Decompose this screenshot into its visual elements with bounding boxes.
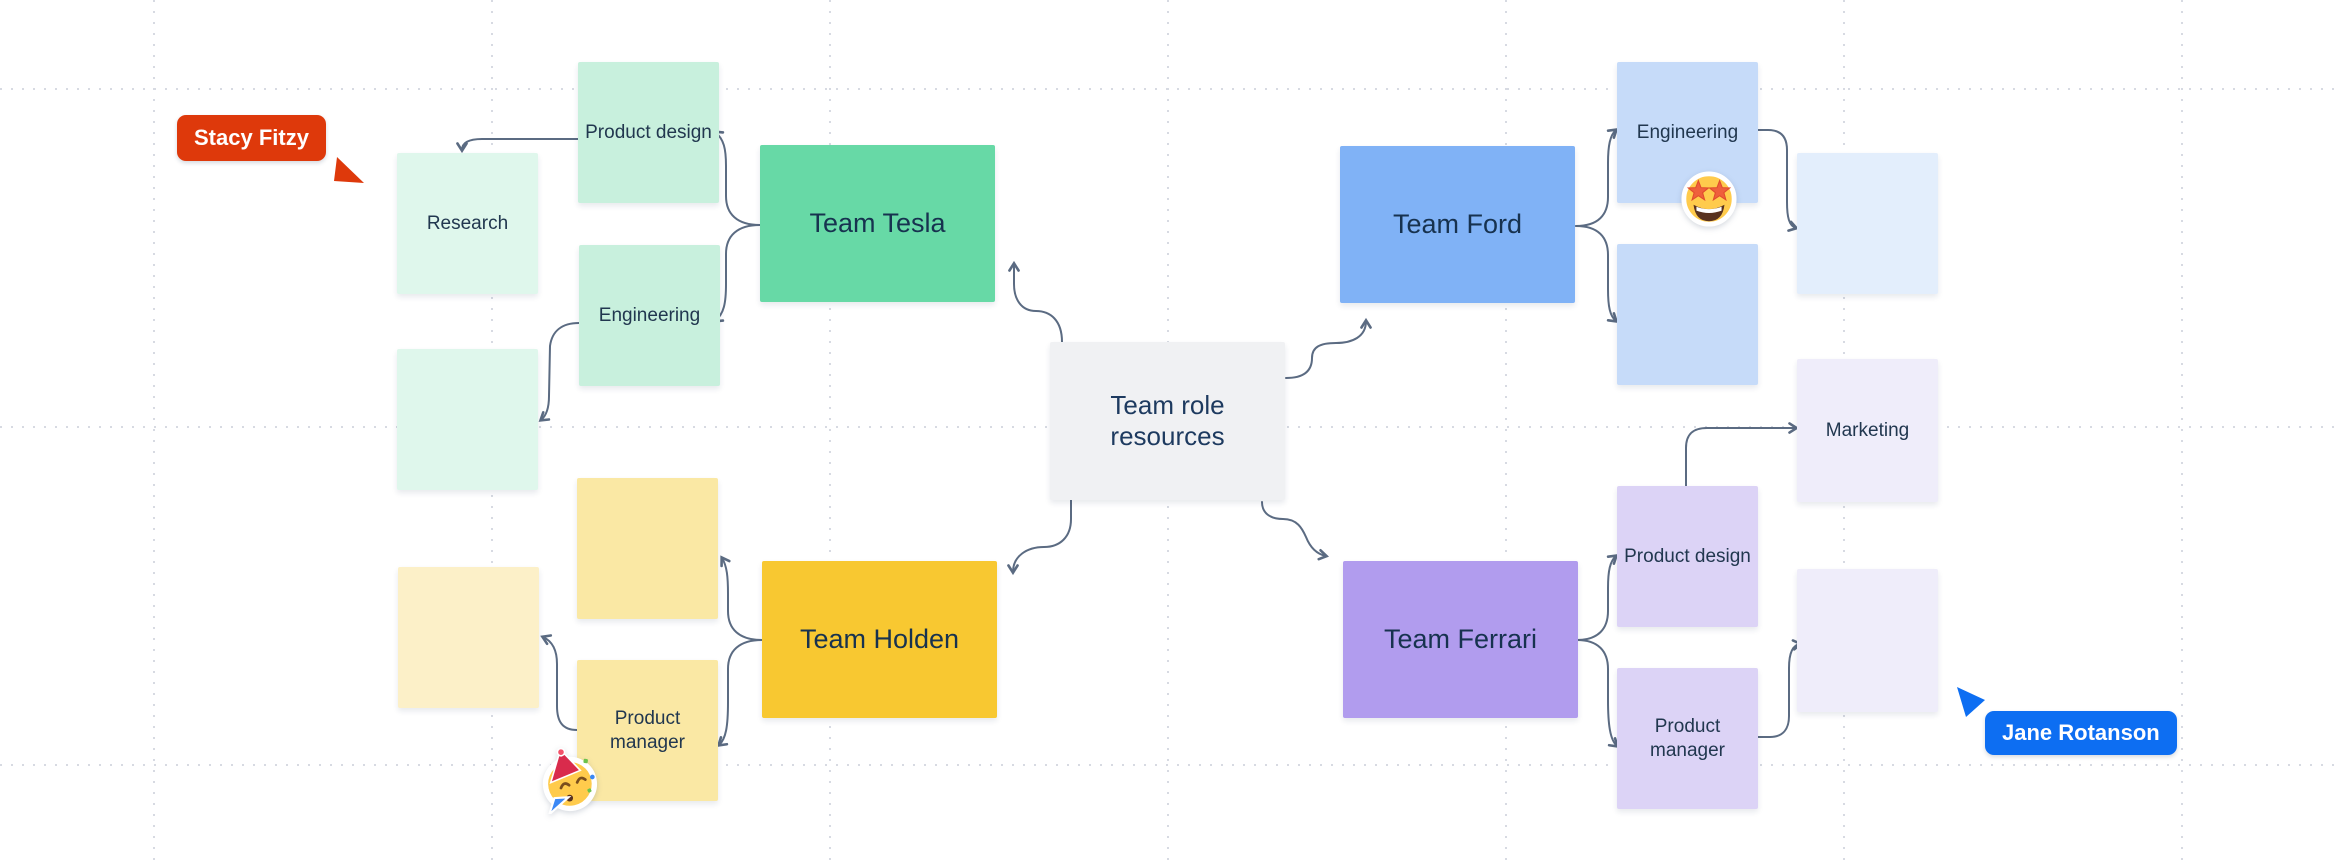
connector-product-design-marketing[interactable]: [1685, 422, 1800, 487]
connector-product-design-research[interactable]: [456, 138, 579, 154]
sticky-blank-pale-yellow[interactable]: [398, 567, 539, 708]
node-label: Team Ford: [1392, 209, 1523, 239]
collaborator-name: Stacy Fitzy: [194, 125, 309, 150]
collaborator-nametag-stacy: Stacy Fitzy: [177, 115, 326, 161]
sticky-blank-yellow[interactable]: [577, 478, 718, 619]
sticky-tesla-engineering[interactable]: Engineering: [579, 245, 720, 386]
sticky-research[interactable]: Research: [397, 153, 538, 294]
connector-ford-engineering[interactable]: [1575, 128, 1619, 227]
sticky-label: Product manager: [610, 708, 685, 753]
connector-engineering-mint-blank[interactable]: [538, 322, 580, 422]
connector-holden-product-manager[interactable]: [716, 639, 763, 748]
node-team-role-resources[interactable]: Team role resources: [1050, 342, 1285, 500]
collaborator-nametag-jane: Jane Rotanson: [1985, 711, 2177, 755]
connector-holden-blank[interactable]: [720, 555, 763, 641]
partying-face-emoji[interactable]: [534, 746, 602, 814]
sticky-ford-engineering[interactable]: Engineering: [1617, 62, 1758, 203]
connector-ferrari-product-design[interactable]: [1576, 554, 1619, 641]
connector-ferrari-product-manager[interactable]: [1576, 639, 1620, 749]
sticky-blank-pale-lavender[interactable]: [1797, 569, 1938, 712]
sticky-blank-mint[interactable]: [397, 349, 538, 490]
node-team-ferrari[interactable]: Team Ferrari: [1343, 561, 1578, 718]
sticky-blank-pale-blue[interactable]: [1797, 153, 1938, 294]
sticky-label: Research: [426, 212, 509, 234]
sticky-label: Engineering: [598, 304, 701, 326]
sticky-holden-product-manager[interactable]: Product manager: [577, 660, 718, 801]
node-label: Team Tesla: [809, 208, 946, 238]
sticky-tesla-product-design[interactable]: Product design: [578, 62, 719, 203]
node-label: Team Holden: [799, 624, 960, 654]
star-struck-emoji[interactable]: [1680, 170, 1738, 228]
sticky-label: Product design: [1624, 545, 1751, 567]
sticky-ferrari-product-design[interactable]: Product design: [1617, 486, 1758, 627]
sticky-label: Marketing: [1825, 419, 1910, 441]
node-label: Team role resources: [1110, 390, 1225, 451]
sticky-label: Product design: [585, 121, 712, 143]
sticky-marketing[interactable]: Marketing: [1797, 359, 1938, 502]
connector-center-holden[interactable]: [1007, 499, 1072, 576]
connector-center-ferrari[interactable]: [1261, 501, 1330, 561]
collaborator-name: Jane Rotanson: [2002, 720, 2160, 745]
sticky-blank-blue[interactable]: [1617, 244, 1758, 385]
connector-product-manager-ferrari-right-blank[interactable]: [1757, 639, 1804, 738]
connector-engineering-ford-right-blank[interactable]: [1756, 129, 1799, 232]
connector-tesla-engineering[interactable]: [712, 224, 761, 323]
sticky-label: Engineering: [1636, 121, 1739, 143]
connector-product-manager-pale-yellow[interactable]: [540, 634, 578, 731]
connector-center-tesla[interactable]: [1008, 260, 1063, 343]
sticky-ferrari-product-manager[interactable]: Product manager: [1617, 668, 1758, 809]
node-team-ford[interactable]: Team Ford: [1340, 146, 1575, 303]
node-team-holden[interactable]: Team Holden: [762, 561, 997, 718]
node-label: Team Ferrari: [1383, 624, 1538, 654]
sticky-label: Product manager: [1650, 716, 1725, 761]
connector-tesla-product-design[interactable]: [712, 130, 761, 226]
node-team-tesla[interactable]: Team Tesla: [760, 145, 995, 302]
connector-center-ford[interactable]: [1285, 317, 1372, 379]
connector-ford-blank[interactable]: [1575, 225, 1619, 323]
